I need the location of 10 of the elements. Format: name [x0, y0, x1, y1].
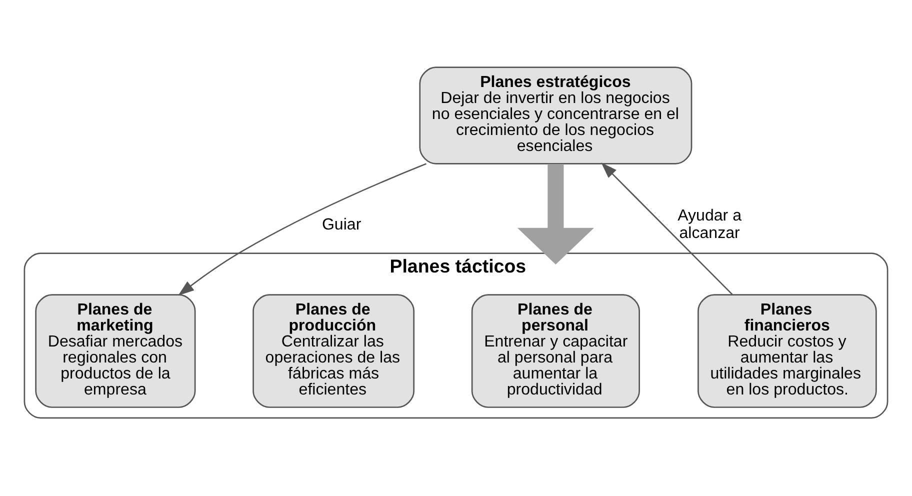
edge-label: Guiar	[322, 215, 362, 234]
node-box: Planes financieros Reducir costos y aumentar las utilidades marginales en los productos.	[698, 294, 877, 408]
node-box: Planes de personal Entrenar y capacitar al personal para aumentar la productividad	[471, 294, 640, 408]
arrow	[517, 164, 594, 264]
node-box: Planes de marketing Desafiar mercados regionales con productos de la empresa	[35, 294, 196, 408]
node-box: Planes estratégicos Dejar de invertir en los negocios no esenciales y concentrarse en el crecimiento de los negocios esenciales	[419, 66, 692, 164]
arrow	[178, 163, 426, 296]
arrow	[601, 162, 733, 295]
edge-label: Ayudar a alcanzar	[678, 206, 742, 242]
node-box: Planes de producción Centralizar las operaciones de las fábricas más eficientes	[252, 294, 415, 408]
